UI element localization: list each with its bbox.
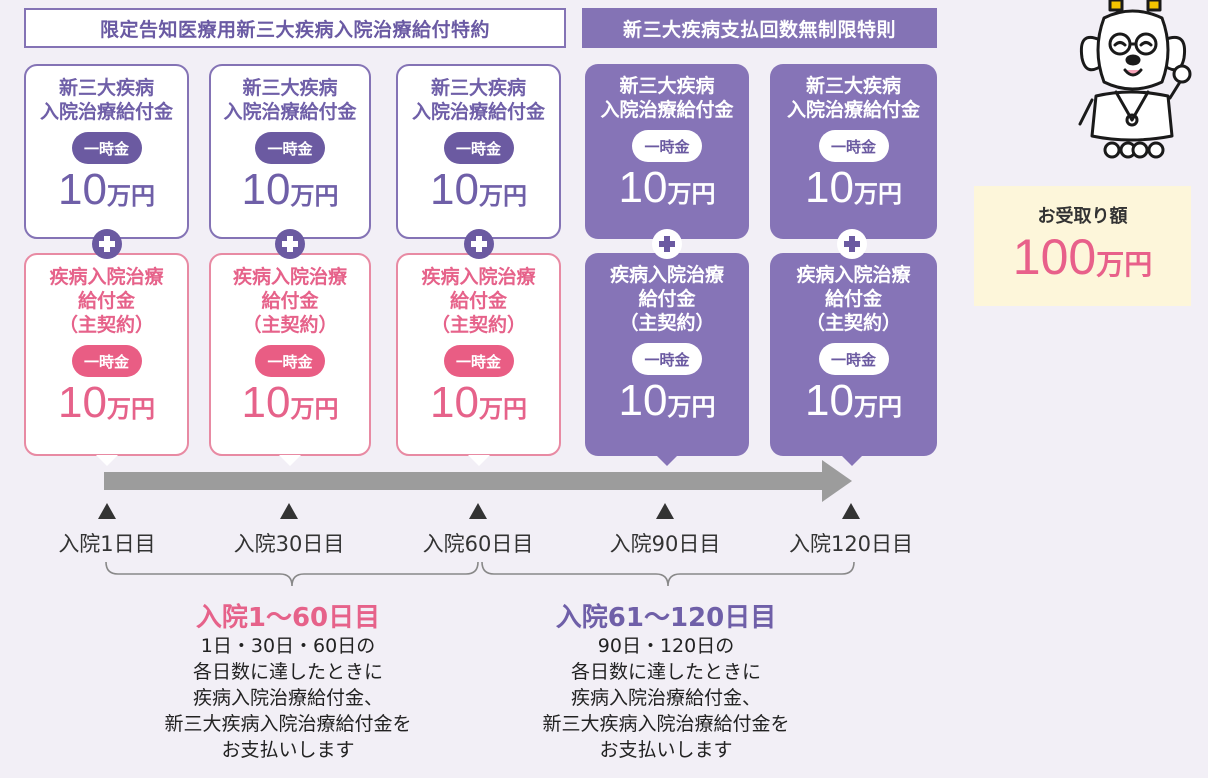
total-amount-box: お受取り額 100万円 — [974, 186, 1191, 306]
benefit-amount: 10万円 — [58, 378, 155, 427]
card-pointer — [468, 455, 490, 466]
card-pointer — [841, 455, 863, 466]
mascot-doctor-icon — [1078, 0, 1192, 159]
card-title: 新三大疾病 入院治療給付金 — [223, 77, 357, 123]
card-title: 疾病入院治療 給付金 （主契約） — [49, 266, 164, 336]
card-pointer — [96, 455, 118, 466]
triangle-up-icon — [98, 503, 116, 519]
benefit-card-main-contract: 疾病入院治療 給付金 （主契約） 一時金 10万円 — [396, 253, 561, 456]
plus-icon — [652, 229, 682, 259]
plus-icon — [92, 229, 122, 259]
card-title: 新三大疾病 入院治療給付金 — [39, 77, 173, 123]
triangle-up-icon — [656, 503, 674, 519]
total-label: お受取り額 — [1037, 206, 1128, 227]
benefit-card-main-contract-unlimited: 疾病入院治療 給付金 （主契約） 一時金 10万円 — [585, 253, 749, 456]
benefit-card-main-contract: 疾病入院治療 給付金 （主契約） 一時金 10万円 — [24, 253, 189, 456]
benefit-card-main-contract-unlimited: 疾病入院治療 給付金 （主契約） 一時金 10万円 — [770, 253, 937, 456]
triangle-up-icon — [842, 503, 860, 519]
benefit-amount: 10万円 — [58, 165, 155, 214]
lump-sum-badge: 一時金 — [255, 132, 325, 164]
day-label: 入院1日目 — [58, 532, 156, 556]
day-label: 入院120日目 — [788, 532, 914, 556]
benefit-card-new-three-diseases: 新三大疾病 入院治療給付金 一時金 10万円 — [396, 64, 561, 239]
plus-icon — [275, 229, 305, 259]
card-title: 新三大疾病 入院治療給付金 — [600, 75, 734, 121]
timeline-arrow-shaft — [104, 472, 826, 490]
benefit-card-new-three-diseases-unlimited: 新三大疾病 入院治療給付金 一時金 10万円 — [585, 64, 749, 239]
lump-sum-badge: 一時金 — [632, 130, 702, 162]
card-title: 新三大疾病 入院治療給付金 — [411, 77, 545, 123]
lump-sum-badge: 一時金 — [71, 132, 142, 164]
lump-sum-badge: 一時金 — [443, 345, 514, 377]
benefit-amount: 10万円 — [241, 165, 339, 214]
lump-sum-badge: 一時金 — [818, 343, 889, 375]
benefit-card-main-contract: 疾病入院治療 給付金 （主契約） 一時金 10万円 — [209, 253, 371, 456]
benefit-amount: 10万円 — [241, 378, 339, 427]
range-description: 90日・120日の 各日数に達したときに 疾病入院治療給付金、 新三大疾病入院治… — [542, 635, 790, 761]
total-amount: 100万円 — [1012, 229, 1153, 285]
limited-rider-header: 限定告知医療用新三大疾病入院治療給付特約 — [24, 8, 566, 48]
card-title: 新三大疾病 入院治療給付金 — [786, 75, 920, 121]
lump-sum-badge: 一時金 — [71, 345, 142, 377]
lump-sum-badge: 一時金 — [255, 345, 325, 377]
benefit-amount: 10万円 — [618, 376, 716, 425]
range-title: 入院61〜120日目 — [555, 603, 777, 633]
benefit-card-new-three-diseases-unlimited: 新三大疾病 入院治療給付金 一時金 10万円 — [770, 64, 937, 239]
plus-icon — [837, 229, 867, 259]
benefit-card-new-three-diseases: 新三大疾病 入院治療給付金 一時金 10万円 — [24, 64, 189, 239]
plus-icon — [464, 229, 494, 259]
benefit-amount: 10万円 — [805, 376, 902, 425]
benefit-amount: 10万円 — [805, 163, 902, 212]
card-pointer — [279, 455, 301, 466]
triangle-up-icon — [280, 503, 298, 519]
range-brace — [481, 561, 855, 587]
lump-sum-badge: 一時金 — [443, 132, 514, 164]
range-description: 1日・30日・60日の 各日数に達したときに 疾病入院治療給付金、 新三大疾病入… — [164, 635, 412, 761]
card-pointer — [656, 455, 678, 466]
timeline-arrow-icon — [822, 460, 852, 502]
benefit-amount: 10万円 — [430, 165, 527, 214]
unlimited-rider-header: 新三大疾病支払回数無制限特則 — [582, 8, 937, 48]
card-title: 疾病入院治療 給付金 （主契約） — [421, 266, 536, 336]
benefit-card-new-three-diseases: 新三大疾病 入院治療給付金 一時金 10万円 — [209, 64, 371, 239]
card-title: 疾病入院治療 給付金 （主契約） — [609, 264, 724, 334]
card-title: 疾病入院治療 給付金 （主契約） — [796, 264, 911, 334]
benefit-amount: 10万円 — [618, 163, 716, 212]
benefit-amount: 10万円 — [430, 378, 527, 427]
card-title: 疾病入院治療 給付金 （主契約） — [232, 266, 347, 336]
day-label: 入院60日目 — [422, 532, 534, 556]
range-title: 入院1〜60日目 — [195, 603, 381, 633]
day-label: 入院90日目 — [609, 532, 721, 556]
day-label: 入院30日目 — [233, 532, 345, 556]
lump-sum-badge: 一時金 — [632, 343, 702, 375]
triangle-up-icon — [469, 503, 487, 519]
lump-sum-badge: 一時金 — [818, 130, 889, 162]
range-brace — [105, 561, 479, 587]
